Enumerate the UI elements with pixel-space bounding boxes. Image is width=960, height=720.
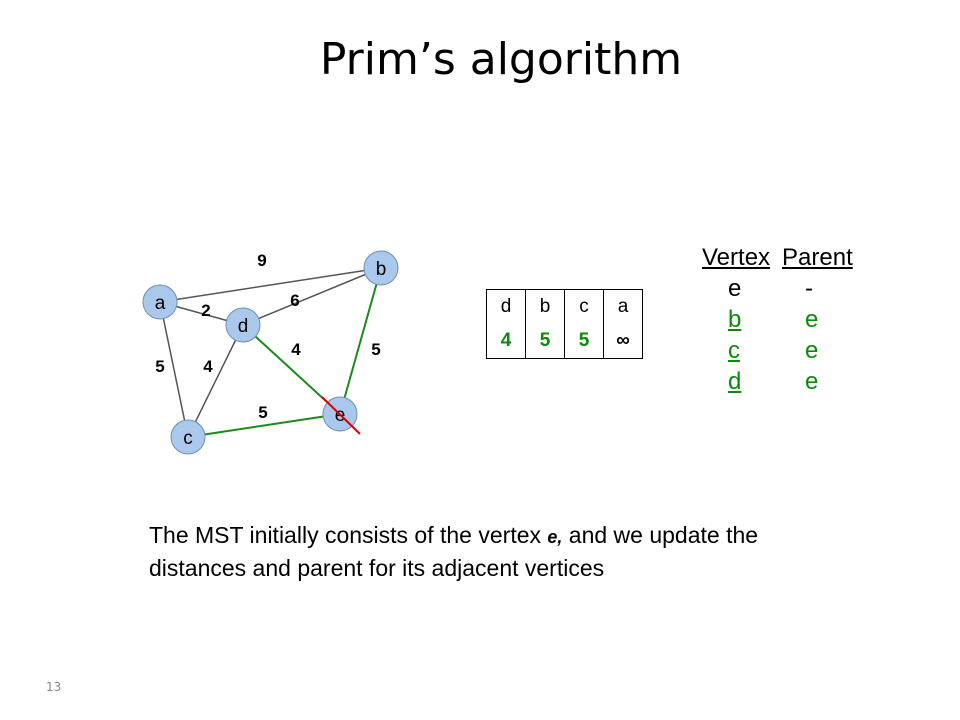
edge-b-e — [339, 267, 382, 415]
vertex-label-c: c — [183, 428, 193, 449]
edge-c-e — [187, 413, 341, 438]
row-vertex: e — [728, 275, 742, 302]
edge-a-b — [159, 267, 382, 303]
parent-table-header: Vertex Parent — [702, 242, 865, 273]
vertex-label-b: b — [376, 259, 387, 280]
priority-queue: d b c a 4 5 5 ∞ — [486, 289, 643, 359]
header-parent: Parent — [782, 244, 853, 271]
parent-table: Vertex Parent e - b e c e d e — [702, 242, 865, 397]
vertex-a: a — [142, 284, 178, 320]
edge-a-c — [159, 301, 189, 438]
row-parent: - — [805, 275, 813, 302]
row-vertex: b — [728, 306, 742, 333]
header-vertex: Vertex — [702, 244, 771, 271]
queue-value-infinity: ∞ — [603, 324, 643, 359]
parent-row: e - — [702, 273, 865, 304]
slide-number: 13 — [46, 680, 62, 694]
caption-before: The MST initially consists of the vertex — [149, 522, 548, 548]
row-vertex: c — [728, 337, 740, 364]
edge-weight-a-d: 2 — [201, 301, 210, 320]
row-parent: e — [805, 368, 819, 395]
row-parent: e — [805, 337, 819, 364]
vertex-label-a: a — [155, 293, 166, 314]
vertex-d: d — [225, 307, 261, 343]
parent-row: b e — [702, 304, 865, 335]
vertex-e-strike-mark — [321, 396, 361, 435]
queue-value: 5 — [564, 324, 604, 359]
caption-vertex: e, — [547, 527, 563, 547]
parent-row: c e — [702, 335, 865, 366]
vertex-label-d: d — [238, 316, 249, 337]
edge-weight-d-e: 4 — [291, 340, 301, 359]
queue-key: b — [525, 289, 565, 324]
edge-d-c — [187, 324, 244, 438]
edge-weight-d-b: 6 — [290, 291, 299, 310]
vertex-b: b — [363, 250, 399, 286]
parent-row: d e — [702, 366, 865, 397]
edge-weight-a-c: 5 — [155, 357, 164, 376]
queue-key: c — [564, 289, 604, 324]
edge-weight-d-c: 4 — [203, 357, 213, 376]
edge-weight-b-e: 5 — [371, 340, 380, 359]
caption-after: and we update the distances and parent f… — [149, 522, 759, 581]
row-parent: e — [805, 306, 819, 333]
edge-weight-c-e: 5 — [258, 403, 267, 422]
queue-value: 4 — [486, 324, 526, 359]
vertex-c: c — [170, 419, 206, 455]
page-title: Prim’s algorithm — [319, 34, 683, 85]
row-vertex: d — [728, 368, 742, 395]
edge-d-b — [242, 267, 382, 326]
caption-text: The MST initially consists of the vertex… — [149, 520, 849, 584]
queue-value: 5 — [525, 324, 565, 359]
queue-key: a — [603, 289, 643, 324]
queue-key: d — [486, 289, 526, 324]
vertex-e: e — [321, 396, 361, 435]
edge-weight-a-b: 9 — [257, 251, 266, 270]
